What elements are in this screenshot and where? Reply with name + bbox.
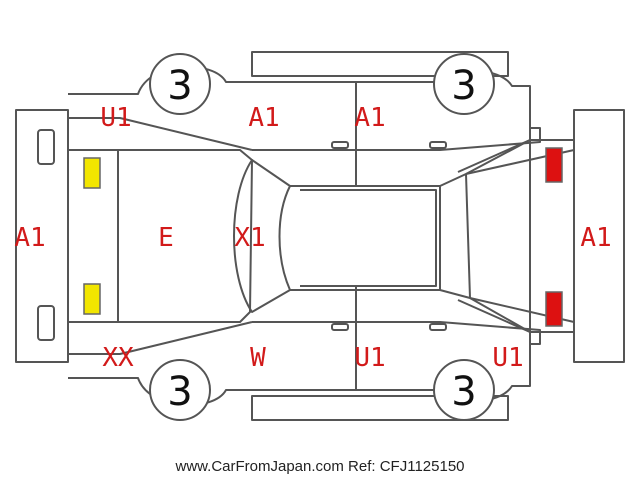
tires: 3 3 3 3 bbox=[149, 53, 495, 421]
label-front-bumper: A1 bbox=[580, 223, 611, 253]
label-rear-left-corner: U1 bbox=[100, 103, 131, 133]
label-front-right-corner: U1 bbox=[492, 343, 523, 373]
label-left-door-rear: A1 bbox=[248, 103, 279, 133]
windshield bbox=[439, 173, 471, 299]
label-trunk-lid: E bbox=[158, 223, 174, 253]
rear-lamp-left bbox=[83, 157, 101, 189]
tire-front-right: 3 bbox=[433, 359, 495, 421]
tire-front-left: 3 bbox=[433, 53, 495, 115]
label-right-door: U1 bbox=[354, 343, 385, 373]
watermark-text: www.CarFromJapan.com Ref: CFJ1125150 bbox=[175, 458, 465, 475]
rear-window bbox=[233, 159, 291, 313]
roof bbox=[290, 185, 441, 291]
label-rear-window: X1 bbox=[234, 223, 265, 253]
label-left-door-front: A1 bbox=[354, 103, 385, 133]
left-side-body bbox=[68, 65, 541, 186]
tire-rear-right-grade: 3 bbox=[167, 369, 192, 415]
left-side-skirt bbox=[251, 51, 509, 77]
rear-bumper bbox=[15, 109, 69, 363]
tire-rear-right: 3 bbox=[149, 359, 211, 421]
tire-rear-left: 3 bbox=[149, 53, 211, 115]
front-lamp-left bbox=[545, 147, 563, 183]
tire-front-left-grade: 3 bbox=[451, 63, 476, 109]
front-lamp-right bbox=[545, 291, 563, 327]
tire-front-right-grade: 3 bbox=[451, 369, 476, 415]
damage-labels: U1 A1 A1 A1 E X1 A1 XX W U1 U1 bbox=[14, 103, 611, 373]
trunk-lid bbox=[68, 149, 253, 323]
tire-rear-left-grade: 3 bbox=[167, 63, 192, 109]
front-lamps bbox=[545, 147, 563, 327]
right-side-skirt bbox=[251, 395, 509, 421]
label-rear-bumper: A1 bbox=[14, 223, 45, 253]
car-outline bbox=[15, 51, 625, 421]
label-right-rear-pillar: W bbox=[250, 343, 266, 373]
rear-lamps bbox=[83, 157, 101, 315]
label-rear-right-corner: XX bbox=[102, 343, 134, 373]
rear-lamp-right bbox=[83, 283, 101, 315]
